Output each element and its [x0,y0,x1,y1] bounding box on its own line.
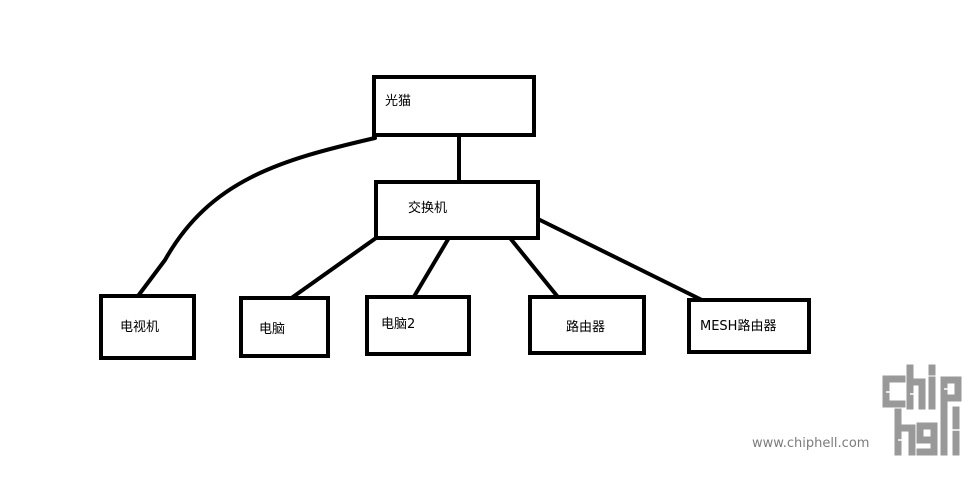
connections [136,134,718,309]
node-mesh-router-box [687,298,811,354]
node-modem: 光猫 [372,75,536,137]
watermark-url: www.chiphell.com [752,436,869,451]
node-pc1-label: 电脑 [259,322,285,337]
node-modem-box [372,75,536,137]
edge-modem-tv [136,136,377,298]
node-modem-label: 光猫 [385,94,411,109]
node-switch: 交换机 [374,180,540,240]
node-pc2-box [365,295,471,356]
chiphell-logo-icon [882,364,962,456]
node-router-label: 路由器 [566,319,605,335]
node-mesh-router: MESH路由器 [687,298,811,354]
node-switch-label: 交换机 [408,200,447,216]
node-tv: 电视机 [99,294,196,360]
node-pc1-box [239,296,330,358]
node-pc2-label: 电脑2 [381,317,415,332]
node-tv-box [99,294,196,360]
node-mesh-router-label: MESH路由器 [700,318,776,334]
edge-switch-mesh-router [536,217,718,309]
node-pc1: 电脑 [239,296,330,358]
edge-switch-pc2 [410,234,452,302]
node-switch-box [374,180,540,240]
node-router: 路由器 [528,295,646,355]
node-pc2: 电脑2 [365,295,471,356]
node-tv-label: 电视机 [120,320,159,335]
node-router-box [528,295,646,355]
watermark: www.chiphell.com [751,364,962,456]
edge-switch-pc1 [281,236,378,306]
